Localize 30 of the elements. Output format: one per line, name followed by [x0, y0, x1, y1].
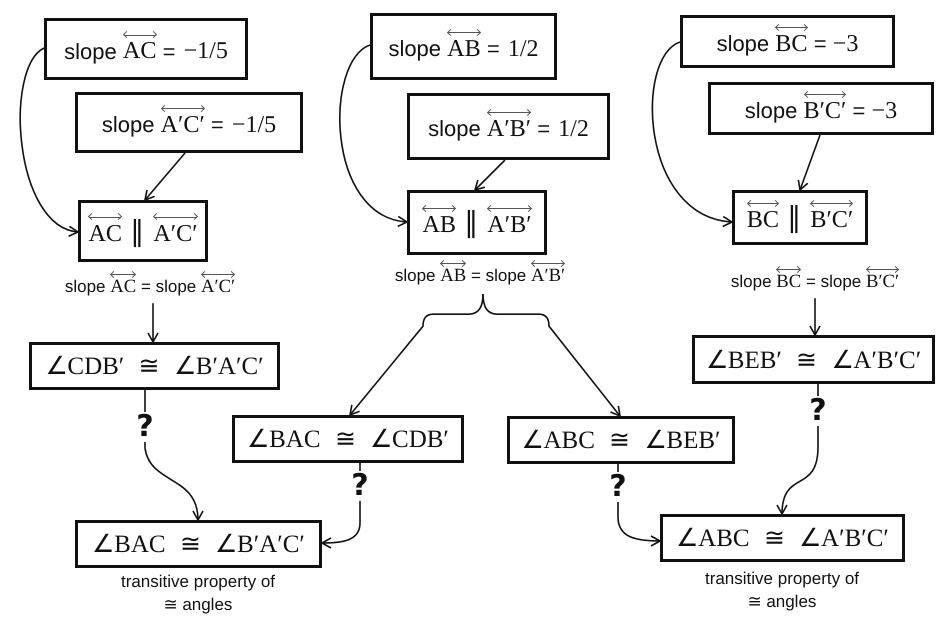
statement-box: slope BC = −3 [680, 15, 895, 68]
arrow [339, 44, 408, 226]
arrow [809, 298, 821, 336]
statement-box: slope B′C′ = −3 [708, 82, 934, 135]
reason-text: transitive property of ≅ angles [120, 571, 276, 616]
statement-box: ∠ABC ≅ ∠BEB′ [507, 416, 735, 464]
arrow [482, 294, 621, 417]
statement-box: ∠BAC ≅ ∠CDB′ [232, 415, 464, 463]
arrow [474, 159, 506, 191]
reason-text: slope BC = slope B′C′ [685, 268, 936, 294]
statement-box: ∠CDB′ ≅ ∠B′A′C′ [29, 342, 280, 390]
arrow [652, 41, 733, 226]
statement-box: ∠BEB′ ≅ ∠A′B′C′ [692, 335, 935, 384]
arrow [349, 294, 484, 416]
arrow [147, 303, 159, 343]
statement-box: BC ∥ B′C′ [732, 190, 868, 245]
statement-box: slope AB = 1/2 [370, 13, 557, 80]
reason-text: transitive property of ≅ angles [704, 568, 860, 613]
arrow [798, 134, 821, 191]
statement-box: ∠ABC ≅ ∠A′B′C′ [660, 514, 905, 562]
statement-box: slope A′B′ = 1/2 [407, 93, 610, 160]
reason-text: slope AB = slope A′B′ [340, 262, 620, 288]
reason-text: slope AC = slope A′C′ [10, 273, 290, 300]
statement-box: AB ∥ A′B′ [407, 190, 547, 255]
statement-box: slope AC = −1/5 [44, 18, 248, 80]
statement-box: slope A′C′ = −1/5 [75, 92, 303, 153]
statement-box: ∠BAC ≅ ∠B′A′C′ [75, 520, 322, 568]
arrow [20, 47, 79, 236]
arrow [144, 152, 186, 201]
statement-box: AC ∥ A′C′ [78, 200, 208, 262]
